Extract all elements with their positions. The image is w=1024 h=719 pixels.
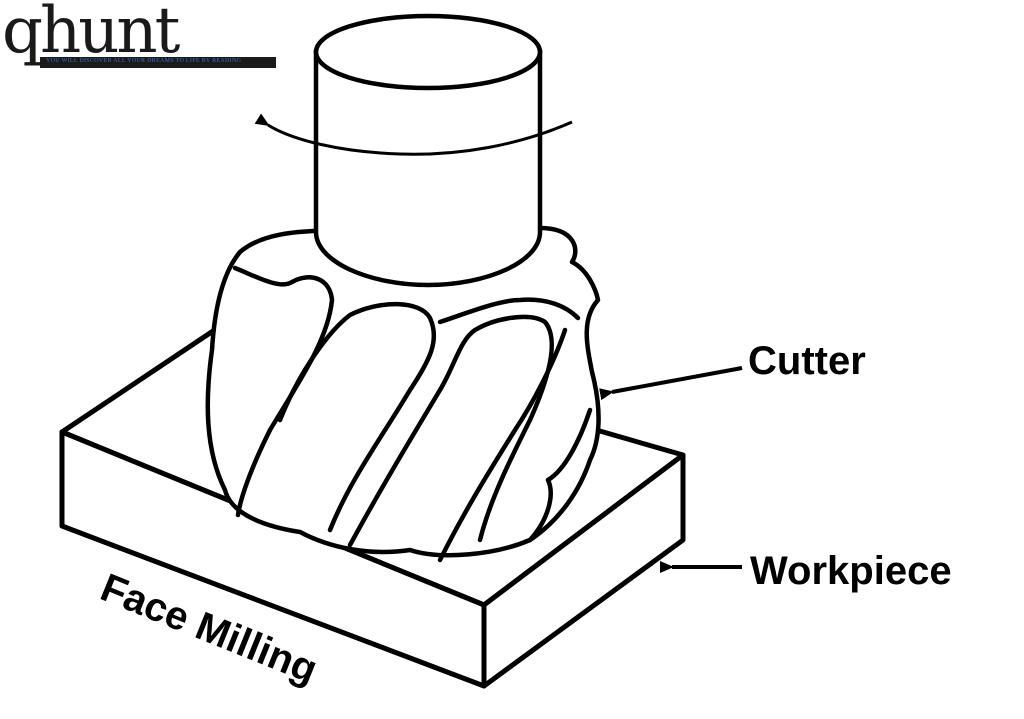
cutter-flute-4 bbox=[437, 327, 568, 563]
cutter-label: Cutter bbox=[748, 339, 866, 383]
cutter-shank bbox=[313, 13, 543, 288]
workpiece-side-face bbox=[481, 452, 686, 689]
cutter-flute-1 bbox=[232, 265, 335, 518]
shank-top bbox=[313, 13, 543, 91]
watermark-tagline: YOU WILL DISCOVER ALL YOUR DREAMS TO LIF… bbox=[46, 58, 242, 64]
watermark-bar bbox=[40, 57, 276, 68]
watermark-logo: qhunt bbox=[2, 0, 180, 68]
cutter-flute-2 bbox=[277, 301, 437, 533]
watermark: qhunt YOU WILL DISCOVER ALL YOUR DREAMS … bbox=[0, 0, 276, 70]
cutter-flute-5 bbox=[527, 407, 593, 543]
cutter-pointer-arrow-icon bbox=[599, 366, 743, 401]
cutter bbox=[205, 224, 601, 563]
cutter-flute-3 bbox=[347, 314, 554, 548]
rotation-arrow-icon bbox=[254, 113, 573, 156]
cutter-tooth-upper bbox=[437, 297, 581, 325]
workpiece-label: Workpiece bbox=[750, 549, 952, 593]
shank-side bbox=[313, 49, 543, 288]
